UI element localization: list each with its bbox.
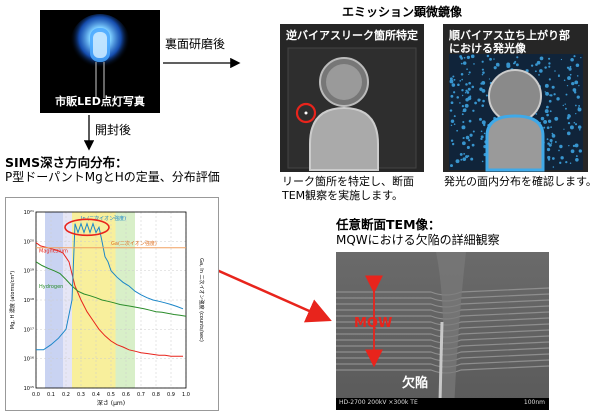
sims-title: SIMS深さ方向分布： — [5, 155, 128, 170]
emission-title: エミッション顕微鏡像 — [342, 5, 463, 19]
y-tick-label: 10¹⁷ — [24, 327, 34, 333]
series-line — [35, 261, 187, 317]
arrow-label-open: 開封後 — [95, 123, 132, 137]
x-tick-label: 1.0 — [182, 392, 190, 398]
emission-right-caption-2: における発光像 — [449, 42, 526, 55]
emission-photo-left: 逆バイアスリーク箇所特定 — [280, 24, 424, 172]
emission-right-caption: 順バイアス立ち上がり部 における発光像 — [449, 29, 570, 55]
series-line — [35, 242, 183, 357]
y-tick-label: 10¹⁹ — [24, 269, 34, 275]
emission-image-left — [287, 47, 417, 171]
sims-chart-svg: 0.0 0.1 0.2 0.3 0.4 0.5 0.6 0.7 0.8 0.9 1.0 10¹⁵ 10¹… — [9, 210, 205, 407]
tem-image — [336, 252, 549, 410]
mg-series-label: Magnesium — [39, 249, 68, 255]
tem-footer-left: HD-2700 200kV ×300k TE — [339, 399, 418, 406]
defect-line — [438, 321, 444, 403]
emission-left-note: リーク箇所を特定し、断面 TEM観察を実施します。 — [282, 175, 414, 203]
y-axis-label: Mg, H 濃度 (atoms/cm³) — [9, 271, 16, 329]
emission-image-right — [449, 54, 583, 172]
x-axis-label: 深さ (μm) — [97, 399, 125, 407]
tem-photo: MQW 欠陥 HD-2700 200kV ×300k TE 100nm — [336, 252, 549, 410]
mqw-label: MQW — [354, 316, 393, 331]
emission-right-note: 発光の面内分布を確認します。 — [444, 175, 597, 188]
led-image — [70, 14, 130, 98]
y-tick-label: 10¹⁶ — [24, 357, 34, 363]
arrow-label-polish: 裏面研磨後 — [165, 37, 226, 51]
y-tick-label: 10²¹ — [24, 210, 34, 216]
x-tick-label: 0.3 — [77, 392, 85, 398]
x-tick-label: 0.7 — [137, 392, 145, 398]
y-tick-label: 10¹⁵ — [24, 386, 34, 392]
sims-subtitle: P型ドーパントMgとHの定量、分布評価 — [5, 170, 220, 184]
emission-photo-right: 順バイアス立ち上がり部 における発光像 — [443, 24, 588, 172]
in-series-label: In (二次イオン強度) — [81, 215, 126, 222]
x-tick-label: 0.1 — [47, 392, 55, 398]
y-tick-label: 10²⁰ — [24, 239, 34, 245]
defect-label: 欠陥 — [402, 376, 429, 391]
tem-title: 任意断面TEM像： — [336, 217, 441, 232]
plot-frame — [35, 211, 187, 389]
emission-left-note-1: リーク箇所を特定し、断面 — [282, 175, 414, 188]
y2-axis-label: Ga, In 二次イオン強度 (counts/sec) — [198, 258, 205, 342]
series-line — [36, 222, 184, 351]
x-tick-label: 0.0 — [32, 392, 40, 398]
y-tick-label: 10¹⁸ — [24, 298, 34, 304]
mqw-highlight-ellipse — [64, 218, 110, 237]
led-caption: 市販LED点灯写真 — [55, 95, 145, 108]
x-tick-label: 0.6 — [122, 392, 130, 398]
sims-chart: 0.0 0.1 0.2 0.3 0.4 0.5 0.6 0.7 0.8 0.9 1.0 10¹⁵ 10¹… — [5, 197, 219, 411]
emission-left-caption: 逆バイアスリーク箇所特定 — [286, 29, 418, 42]
ga-series-label: Ga(二次イオン強度) — [111, 240, 157, 247]
led-photo: 市販LED点灯写真 — [40, 10, 160, 113]
h-series-label: Hydrogen — [39, 284, 63, 290]
tem-footer-right: 100nm — [523, 399, 545, 406]
x-tick-label: 0.4 — [92, 392, 100, 398]
tem-subtitle: MQWにおける欠陥の詳細観察 — [336, 233, 500, 247]
emission-left-note-2: TEM観察を実施します。 — [282, 189, 404, 202]
band-gap — [63, 212, 72, 388]
x-tick-label: 0.2 — [62, 392, 70, 398]
emission-right-caption-1: 順バイアス立ち上がり部 — [449, 29, 570, 42]
x-tick-label: 0.5 — [107, 392, 115, 398]
x-tick-label: 0.9 — [167, 392, 175, 398]
x-tick-label: 0.8 — [152, 392, 160, 398]
leak-point-marker — [295, 102, 317, 124]
